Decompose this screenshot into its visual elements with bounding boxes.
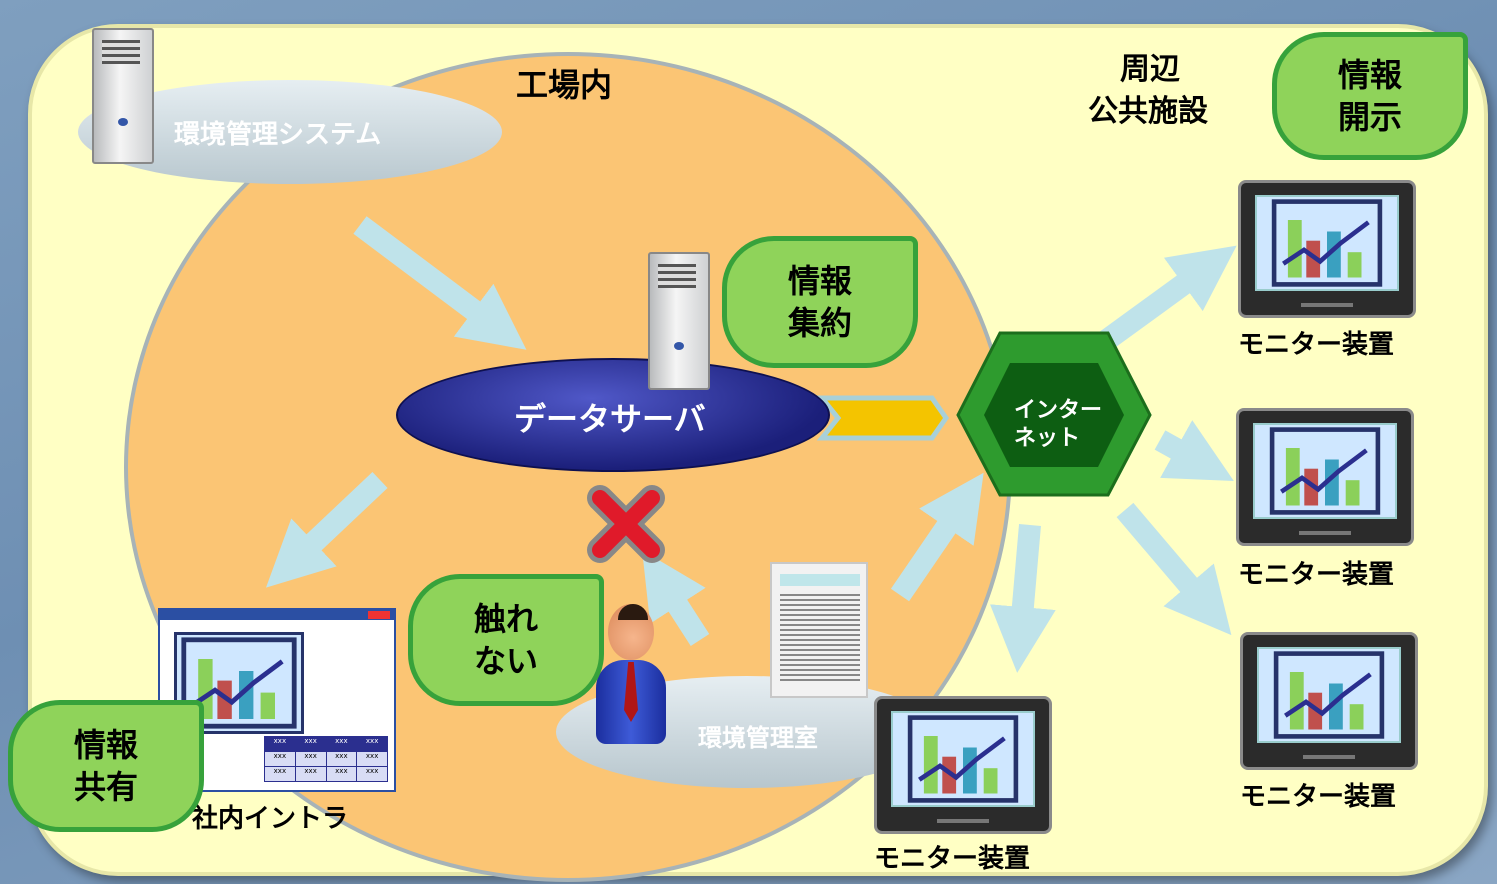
public-facility-label-line1: 周辺 (1120, 52, 1180, 87)
bubble-no-touch: 触れない (408, 574, 604, 706)
intranet-label: 社内イントラ (192, 804, 349, 834)
bubble-text-line2: 開示 (1337, 98, 1402, 136)
chevron-arrow-icon (816, 395, 950, 441)
chart-icon (181, 637, 297, 729)
chart-bar (1289, 672, 1304, 730)
chart-icon (907, 715, 1019, 803)
table-cell: xxx (295, 752, 326, 766)
internet-hexagon (956, 331, 1152, 497)
chart-line (1284, 672, 1372, 718)
chart-line (1282, 220, 1370, 266)
monitor-label: モニター装置 (874, 844, 1031, 874)
chart-bar (1349, 704, 1364, 730)
env-room-label: 環境管理室 (698, 724, 818, 752)
bubble-text-line1: 情報 (73, 726, 138, 764)
chart-line (918, 736, 1006, 782)
bubble-text-line2: 集約 (787, 304, 852, 342)
monitor-icon (1240, 632, 1418, 770)
chart-icon (1269, 427, 1381, 515)
chart-frame (907, 715, 1019, 803)
env-system-label: 環境管理システム (174, 120, 382, 150)
person-icon (596, 604, 668, 744)
arrow-room-to-internet (890, 472, 984, 602)
chart-bar (1287, 220, 1302, 278)
table-cell: xxx (357, 767, 387, 781)
arrow-internet-to-monitor-2 (1154, 420, 1234, 482)
chart-bar (1347, 252, 1362, 278)
bubble-sharing: 情報共有 (8, 700, 204, 832)
bubble-disclosure: 情報開示 (1272, 32, 1468, 160)
table-cell: xxx (357, 737, 387, 751)
table-cell: xxx (295, 767, 326, 781)
chart-bar (1345, 480, 1360, 506)
arrow-internet-to-monitor-3 (1116, 502, 1232, 636)
table-cell: xxx (326, 737, 357, 751)
monitor-label: モニター装置 (1238, 560, 1395, 590)
chart-frame (1269, 427, 1381, 515)
internet-label-line1: インター (1014, 398, 1103, 423)
chart-bar (1285, 448, 1300, 506)
chart-icon (1273, 651, 1385, 739)
chart-icon (1271, 199, 1383, 287)
data-server-label: データサーバ (514, 400, 706, 438)
arrow-room-to-server (642, 550, 710, 646)
chart-bar (260, 692, 275, 719)
table-cell: xxx (326, 752, 357, 766)
chart-frame (1273, 651, 1385, 739)
reject-x-icon (587, 485, 665, 563)
chart-frame (1271, 199, 1383, 287)
monitor-icon (1238, 180, 1416, 318)
monitor-label: モニター装置 (1240, 782, 1397, 812)
data-server-ellipse[interactable] (396, 358, 830, 472)
public-facility-label-line2: 公共施設 (1088, 94, 1208, 129)
chart-bar (983, 768, 998, 794)
table-cell: xxx (265, 752, 295, 766)
table-cell: xxx (357, 752, 387, 766)
monitor-label: モニター装置 (1238, 330, 1395, 360)
bubble-aggregation: 情報集約 (722, 236, 918, 368)
chart-line (192, 659, 284, 707)
bubble-text-line2: 共有 (73, 768, 138, 806)
table-cell: xxx (265, 767, 295, 781)
document-icon (770, 562, 868, 698)
bubble-text-line2: ない (473, 642, 538, 680)
internet-label-line2: ネット (1014, 426, 1081, 451)
bubble-text-line1: 触れ (473, 600, 538, 638)
factory-label: 工場内 (516, 66, 613, 104)
arrow-internet-to-monitor-4 (989, 524, 1056, 673)
server-icon (92, 28, 154, 164)
arrow-system-to-server (353, 216, 527, 350)
arrow-server-to-intranet (266, 472, 388, 588)
bubble-text-line1: 情報 (787, 262, 852, 300)
chart-frame (181, 637, 297, 729)
table-cell: xxx (326, 767, 357, 781)
chart-bar (923, 736, 938, 794)
chart-line (1280, 448, 1368, 494)
monitor-icon (874, 696, 1052, 834)
server-icon (648, 252, 710, 390)
table-cell: xxx (265, 737, 295, 751)
intranet-table: xxx xxx xxx xxx xxx xxx xxx xxx xxx xxx … (264, 736, 388, 782)
monitor-icon (1236, 408, 1414, 546)
bubble-text-line1: 情報 (1337, 56, 1402, 94)
arrow-internet-to-monitor-1 (1093, 245, 1237, 354)
table-cell: xxx (295, 737, 326, 751)
